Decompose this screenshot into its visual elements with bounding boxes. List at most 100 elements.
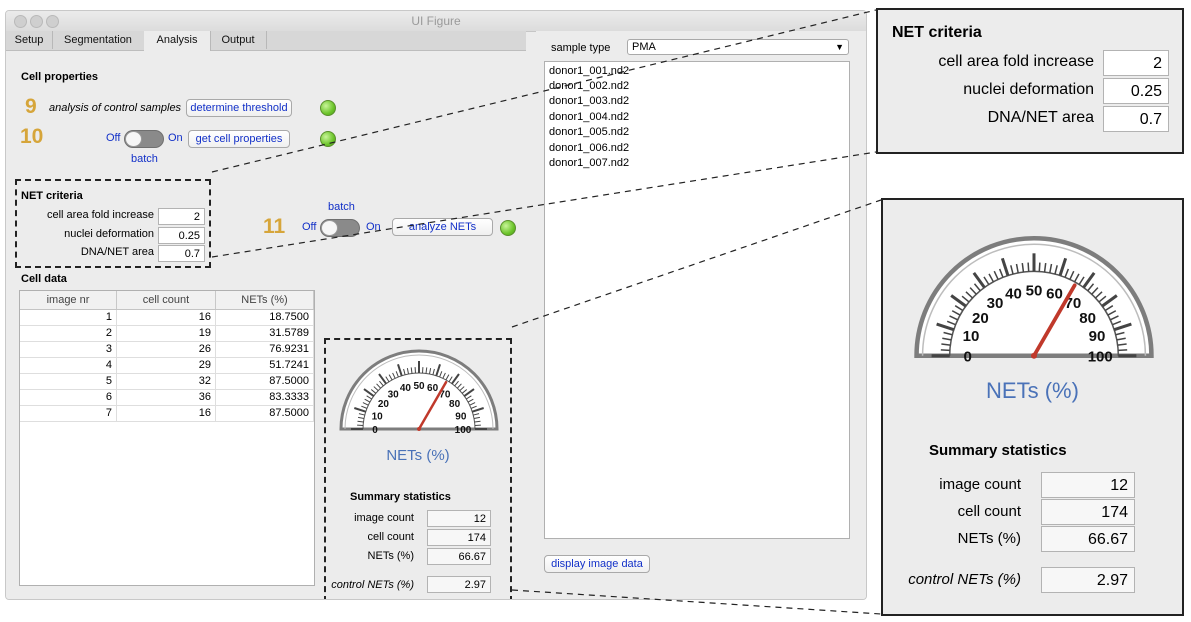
cell-image-nr: 6 bbox=[20, 390, 117, 405]
gauge-tick-label: 70 bbox=[1065, 295, 1082, 312]
gauge-tick-label: 20 bbox=[378, 399, 390, 410]
batch-switch-analyze[interactable] bbox=[320, 219, 360, 237]
gauge-minor-tick bbox=[466, 395, 472, 400]
gauge-minor-tick bbox=[946, 320, 956, 326]
table-row[interactable]: 6 36 83.3333 bbox=[20, 390, 314, 406]
cell-data-title: Cell data bbox=[21, 273, 67, 285]
zoom-dna-field: 0.7 bbox=[1103, 106, 1169, 132]
zoom-nuclei-label: nuclei deformation bbox=[963, 81, 1094, 98]
gauge-minor-tick bbox=[1073, 273, 1080, 283]
list-item[interactable]: donor1_004.nd2 bbox=[549, 111, 630, 123]
gauge-scale-arc bbox=[948, 270, 1120, 356]
sample-type-dropdown[interactable]: PMA ▼ bbox=[627, 39, 849, 55]
switch-on-label-11: On bbox=[366, 221, 381, 233]
cell-data-table[interactable]: image nr cell count NETs (%) 1 16 18.750… bbox=[19, 290, 315, 586]
cell-count: 16 bbox=[117, 406, 216, 421]
gauge-face bbox=[914, 236, 1154, 358]
table-row[interactable]: 5 32 87.5000 bbox=[20, 374, 314, 390]
gauge-minor-tick bbox=[473, 413, 480, 416]
cell-nets: 31.5789 bbox=[216, 326, 314, 341]
list-item[interactable]: donor1_007.nd2 bbox=[549, 157, 630, 169]
gauge-tick-label: 90 bbox=[455, 411, 467, 422]
gauge-minor-tick bbox=[373, 386, 379, 392]
zoom-control-nets-label: control NETs (%) bbox=[908, 571, 1021, 588]
list-item[interactable]: donor1_005.nd2 bbox=[549, 126, 630, 138]
gauge-label: NETs (%) bbox=[386, 447, 450, 464]
gauge-rim bbox=[921, 243, 1147, 356]
cell-count: 16 bbox=[117, 310, 216, 325]
dna-net-area-label: DNA/NET area bbox=[80, 246, 154, 258]
cell-count-label: cell count bbox=[367, 531, 414, 543]
gauge-tick-label: 40 bbox=[1005, 286, 1022, 303]
nets-field: 66.67 bbox=[427, 548, 491, 565]
cell-count: 26 bbox=[117, 342, 216, 357]
gauge-minor-tick bbox=[1010, 265, 1014, 275]
gauge-major-tick bbox=[950, 294, 967, 308]
gauge-minor-tick bbox=[943, 331, 953, 336]
gauge-minor-tick bbox=[942, 337, 952, 341]
gauge-minor-tick bbox=[1117, 343, 1127, 346]
gauge-major-tick bbox=[1082, 271, 1096, 289]
column-header-image-nr[interactable]: image nr bbox=[20, 291, 117, 309]
nuclei-deformation-field[interactable]: 0.25 bbox=[158, 227, 205, 244]
gauge-minor-tick bbox=[1027, 262, 1030, 272]
zoom-nets-field: 66.67 bbox=[1041, 526, 1135, 552]
gauge-minor-tick bbox=[1116, 337, 1126, 341]
display-image-data-button[interactable]: display image data bbox=[544, 555, 650, 573]
gauge-minor-tick bbox=[379, 380, 384, 387]
step-9-number: 9 bbox=[25, 95, 37, 118]
net-criteria-highlight bbox=[15, 179, 211, 268]
zoom-nuclei-field: 0.25 bbox=[1103, 78, 1169, 104]
zoom-control-nets-field: 2.97 bbox=[1041, 567, 1135, 593]
determine-threshold-button[interactable]: determine threshold bbox=[186, 99, 292, 117]
gauge-rim bbox=[344, 354, 494, 430]
gauge-minor-tick bbox=[448, 376, 453, 382]
gauge-tick-label: 80 bbox=[449, 399, 461, 410]
window-title: UI Figure bbox=[411, 14, 461, 28]
switch-off-label: Off bbox=[106, 132, 121, 144]
get-cell-properties-button[interactable]: get cell properties bbox=[188, 130, 290, 148]
dna-net-area-field[interactable]: 0.7 bbox=[158, 245, 205, 262]
gauge-minor-tick bbox=[961, 295, 970, 303]
cell-area-field[interactable]: 2 bbox=[158, 208, 205, 225]
tab-analysis[interactable]: Analysis bbox=[144, 31, 211, 51]
column-header-cell-count[interactable]: cell count bbox=[117, 291, 216, 309]
step-11-number: 11 bbox=[263, 215, 286, 238]
list-item[interactable]: donor1_006.nd2 bbox=[549, 142, 630, 154]
column-header-nets[interactable]: NETs (%) bbox=[216, 291, 314, 309]
gauge-major-tick bbox=[1000, 257, 1010, 276]
close-window-icon[interactable] bbox=[14, 15, 27, 28]
minimize-window-icon[interactable] bbox=[30, 15, 43, 28]
table-row[interactable]: 1 16 18.7500 bbox=[20, 310, 314, 326]
table-header: image nr cell count NETs (%) bbox=[20, 291, 314, 310]
list-item[interactable]: donor1_003.nd2 bbox=[549, 95, 630, 107]
analyze-nets-button[interactable]: analyze NETs bbox=[392, 218, 493, 236]
batch-switch-cell-properties[interactable] bbox=[124, 130, 164, 148]
list-item[interactable]: donor1_001.nd2 bbox=[549, 65, 630, 77]
list-item[interactable]: donor1_002.nd2 bbox=[549, 80, 630, 92]
table-row[interactable]: 7 16 87.5000 bbox=[20, 406, 314, 422]
gauge-minor-tick bbox=[951, 310, 961, 316]
gauge-minor-tick bbox=[1091, 287, 1099, 295]
file-list[interactable]: donor1_001.nd2 donor1_002.nd2 donor1_003… bbox=[544, 61, 850, 539]
table-row[interactable]: 4 29 51.7241 bbox=[20, 358, 314, 374]
zoom-image-count-field: 12 bbox=[1041, 472, 1135, 498]
zoom-nets-label: NETs (%) bbox=[957, 530, 1021, 547]
gauge-tick-label: 60 bbox=[427, 383, 439, 394]
gauge-minor-tick bbox=[983, 276, 990, 285]
zoom-window-icon[interactable] bbox=[46, 15, 59, 28]
gauge-minor-tick bbox=[1104, 305, 1114, 312]
gauge-minor-tick bbox=[940, 349, 950, 352]
threshold-status-lamp bbox=[320, 100, 336, 116]
table-row[interactable]: 2 19 31.5789 bbox=[20, 326, 314, 342]
zoom-cell-area-field: 2 bbox=[1103, 50, 1169, 76]
cell-nets: 83.3333 bbox=[216, 390, 314, 405]
tab-setup[interactable]: Setup bbox=[6, 31, 53, 49]
table-row[interactable]: 3 26 76.9231 bbox=[20, 342, 314, 358]
cell-image-nr: 5 bbox=[20, 374, 117, 389]
analysis-panel: Cell properties 9 analysis of control sa… bbox=[6, 51, 526, 599]
net-criteria-zoom: NET criteria cell area fold increase 2 n… bbox=[876, 8, 1184, 154]
tab-output[interactable]: Output bbox=[210, 31, 267, 49]
